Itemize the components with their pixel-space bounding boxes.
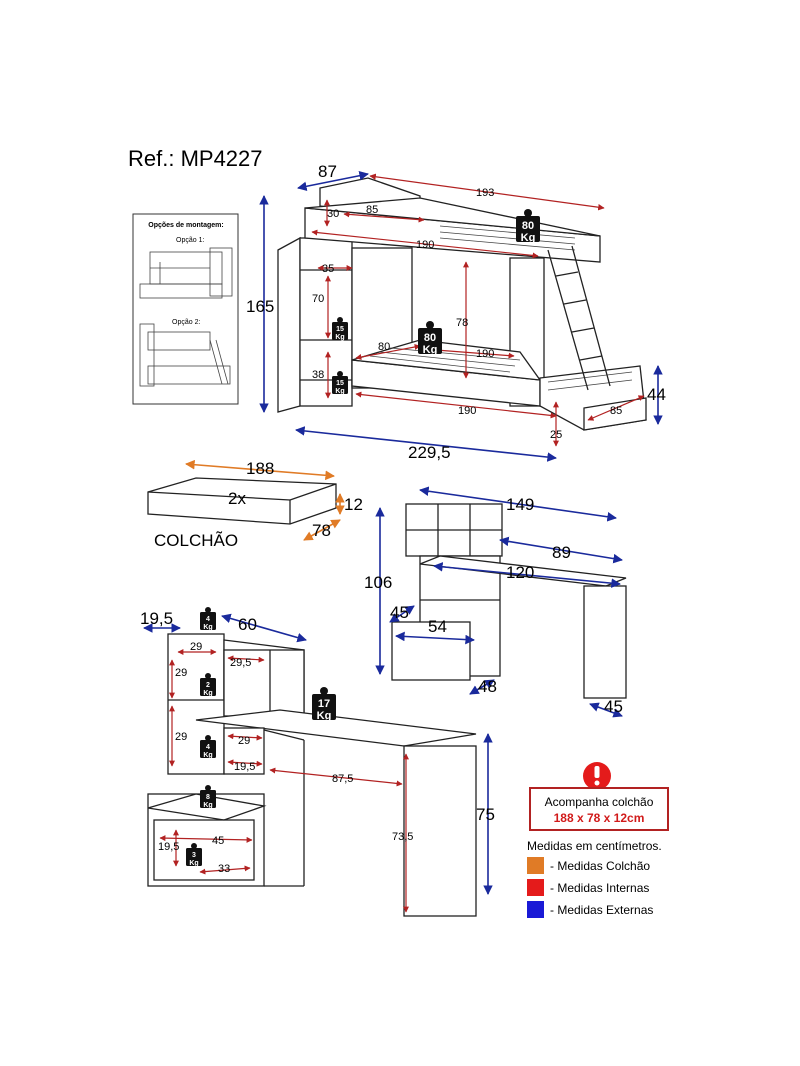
option-1-label: Opção 1: bbox=[176, 237, 204, 244]
niche-height-29-b: 29 bbox=[175, 667, 187, 679]
svg-text:15: 15 bbox=[336, 326, 344, 333]
desk-depth-45-b: 45 bbox=[604, 697, 623, 716]
bed-dim-78: 78 bbox=[456, 317, 468, 329]
desk-width-120: 120 bbox=[506, 563, 534, 582]
right-desk-external-dimensions: 149 89 120 106 45 54 48 45 bbox=[364, 486, 623, 718]
svg-text:Kg: Kg bbox=[335, 388, 344, 395]
internal-color-swatch bbox=[527, 879, 544, 896]
option-2-sketch bbox=[139, 323, 231, 387]
bed-trundle-height-44: 44 bbox=[647, 385, 666, 404]
weight-2-icon: 2 Kg bbox=[200, 673, 216, 697]
warning-icon bbox=[583, 762, 611, 790]
bed-dim-190-top: 190 bbox=[416, 239, 434, 251]
right-desk-drawing bbox=[391, 503, 627, 699]
svg-text:8: 8 bbox=[206, 794, 210, 801]
legend-item-mattress: - Medidas Colchão bbox=[550, 859, 650, 873]
bed-height-165: 165 bbox=[246, 297, 274, 316]
bed-dim-35: 35 bbox=[322, 263, 334, 275]
drawer-depth-19-5-c: 19,5 bbox=[158, 841, 179, 853]
svg-text:Kg: Kg bbox=[335, 334, 344, 341]
option-1-sketch bbox=[139, 247, 233, 299]
svg-text:Kg: Kg bbox=[203, 624, 212, 631]
desk-inner-height-73-5: 73,5 bbox=[392, 831, 413, 843]
mattress-quantity: 2x bbox=[228, 489, 246, 508]
weight-4-a-icon: 4 Kg bbox=[200, 607, 216, 631]
reference-title: Ref.: MP4227 bbox=[128, 146, 263, 171]
desk-depth-45: 45 bbox=[390, 603, 409, 622]
mattress-label: COLCHÃO bbox=[154, 531, 238, 550]
svg-text:Kg: Kg bbox=[203, 752, 212, 759]
assembly-options-box: Opções de montagem: Opção 1: Opção 2: bbox=[132, 213, 239, 405]
svg-text:Kg: Kg bbox=[203, 802, 212, 809]
weight-4-b-icon: 4 Kg bbox=[200, 735, 216, 759]
shelf-depth-19-5: 19,5 bbox=[140, 609, 173, 628]
bed-dim-190-mid: 190 bbox=[476, 348, 494, 360]
bed-weight-15-b-icon: 15 Kg bbox=[332, 371, 348, 395]
bed-weight-80-top-icon: 80 Kg bbox=[516, 209, 540, 244]
svg-text:Kg: Kg bbox=[189, 860, 198, 867]
niche-width-29-a: 29 bbox=[190, 641, 202, 653]
bed-dim-70: 70 bbox=[312, 293, 324, 305]
drawer-width-45: 45 bbox=[212, 835, 224, 847]
svg-text:Kg: Kg bbox=[203, 690, 212, 697]
svg-text:17: 17 bbox=[318, 698, 330, 710]
mattress-thickness-12: 12 bbox=[344, 495, 363, 514]
svg-text:Kg: Kg bbox=[317, 710, 332, 722]
desk-inner-width-87-5: 87,5 bbox=[332, 773, 353, 785]
bed-dim-30: 30 bbox=[327, 208, 339, 220]
drawer-inner-33: 33 bbox=[218, 863, 230, 875]
external-color-swatch bbox=[527, 901, 544, 918]
desk-height-106: 106 bbox=[364, 573, 392, 592]
assembly-options-title: Opções de montagem: bbox=[148, 222, 223, 229]
svg-text:15: 15 bbox=[336, 380, 344, 387]
svg-text:Kg: Kg bbox=[521, 232, 536, 244]
bed-dim-85-right: 85 bbox=[610, 405, 622, 417]
shelf-width-60: 60 bbox=[238, 615, 257, 634]
weight-17-icon: 17 Kg bbox=[312, 687, 336, 722]
legend-item-external: - Medidas Externas bbox=[550, 903, 653, 917]
legend-heading: Medidas em centímetros. bbox=[527, 839, 662, 853]
bed-total-width-229-5: 229,5 bbox=[408, 443, 451, 462]
legend-item-internal: - Medidas Internas bbox=[550, 881, 649, 895]
svg-text:3: 3 bbox=[192, 852, 196, 859]
bed-weight-80-lower-icon: 80 Kg bbox=[418, 321, 442, 356]
svg-text:80: 80 bbox=[424, 332, 436, 344]
desk-width-89: 89 bbox=[552, 543, 571, 562]
bed-dim-25: 25 bbox=[550, 429, 562, 441]
mattress-included-text: Acompanha colchão bbox=[545, 795, 654, 809]
option-2-label: Opção 2: bbox=[172, 319, 200, 326]
weight-3-icon: 3 Kg bbox=[186, 843, 202, 867]
mattress-color-swatch bbox=[527, 857, 544, 874]
svg-text:4: 4 bbox=[206, 616, 210, 623]
weight-8-icon: 8 Kg bbox=[200, 785, 216, 809]
desk-depth-48: 48 bbox=[478, 677, 497, 696]
mattress-size-text: 188 x 78 x 12cm bbox=[554, 811, 645, 825]
mattress-length-188: 188 bbox=[246, 459, 274, 478]
bed-depth-87: 87 bbox=[318, 162, 337, 181]
svg-text:4: 4 bbox=[206, 744, 210, 751]
bed-dim-190-bottom: 190 bbox=[458, 405, 476, 417]
svg-text:2: 2 bbox=[206, 682, 210, 689]
bed-length-193: 193 bbox=[476, 187, 494, 199]
desk-drawer-width-54: 54 bbox=[428, 617, 447, 636]
bed-dim-85-top: 85 bbox=[366, 204, 378, 216]
bed-external-dimensions: 87 165 229,5 44 bbox=[246, 162, 666, 462]
mattress-width-78: 78 bbox=[312, 521, 331, 540]
desk-width-149: 149 bbox=[506, 495, 534, 514]
svg-text:80: 80 bbox=[522, 220, 534, 232]
niche-height-29-c: 29 bbox=[175, 731, 187, 743]
niche-depth-19-5-b: 19,5 bbox=[234, 761, 255, 773]
left-desk-dimensions: 19,5 60 29 29,5 29 29 29 19,5 87,5 73,5 … bbox=[140, 609, 495, 913]
svg-text:Kg: Kg bbox=[423, 344, 438, 356]
bed-dim-80: 80 bbox=[378, 341, 390, 353]
bed-dim-38: 38 bbox=[312, 369, 324, 381]
desk-height-75: 75 bbox=[476, 805, 495, 824]
legend: Acompanha colchão 188 x 78 x 12cm Medida… bbox=[527, 762, 669, 918]
niche-width-29-5: 29,5 bbox=[230, 657, 251, 669]
bed-internal-dimensions: 193 30 85 190 35 70 78 80 190 38 190 85 … bbox=[311, 173, 645, 447]
bed-weight-15-a-icon: 15 Kg bbox=[332, 317, 348, 341]
niche-width-29-d: 29 bbox=[238, 735, 250, 747]
